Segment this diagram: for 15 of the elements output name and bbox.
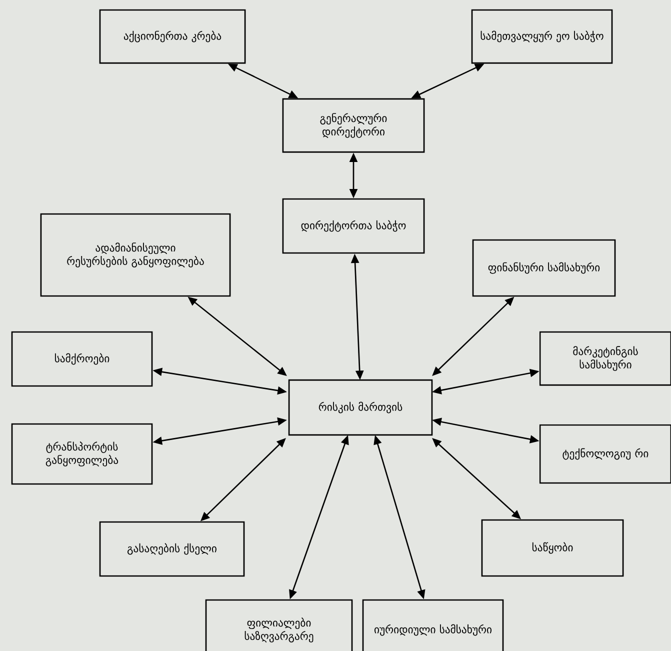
org-box: ტექნოლოგიუ რი — [539, 424, 671, 484]
org-box: მარკეტინგის სამსახური — [539, 331, 671, 386]
org-box: ადამიანისეული რესურსების განყოფილება — [40, 213, 231, 297]
org-box: დირექტორთა საბჭო — [282, 198, 425, 254]
org-box: სამეთვალყურ ეო საბჭო — [471, 9, 613, 64]
org-box: ფილიალები საზღვარგარე — [205, 599, 353, 651]
org-box: იურიდიული სამსახური — [362, 599, 504, 651]
org-box: ფინანსური სამსახური — [472, 239, 616, 297]
org-box: გასაღების ქსელი — [99, 521, 245, 577]
org-box: რისკის მართვის — [288, 379, 433, 436]
org-box: აქციონერთა კრება — [99, 9, 246, 64]
org-box: სამქროები — [11, 331, 153, 387]
org-box: საწყობი — [481, 519, 624, 577]
org-box: გენერალური დირექტორი — [282, 98, 425, 153]
org-box: ტრანსპორტის განყოფილება — [11, 423, 153, 485]
